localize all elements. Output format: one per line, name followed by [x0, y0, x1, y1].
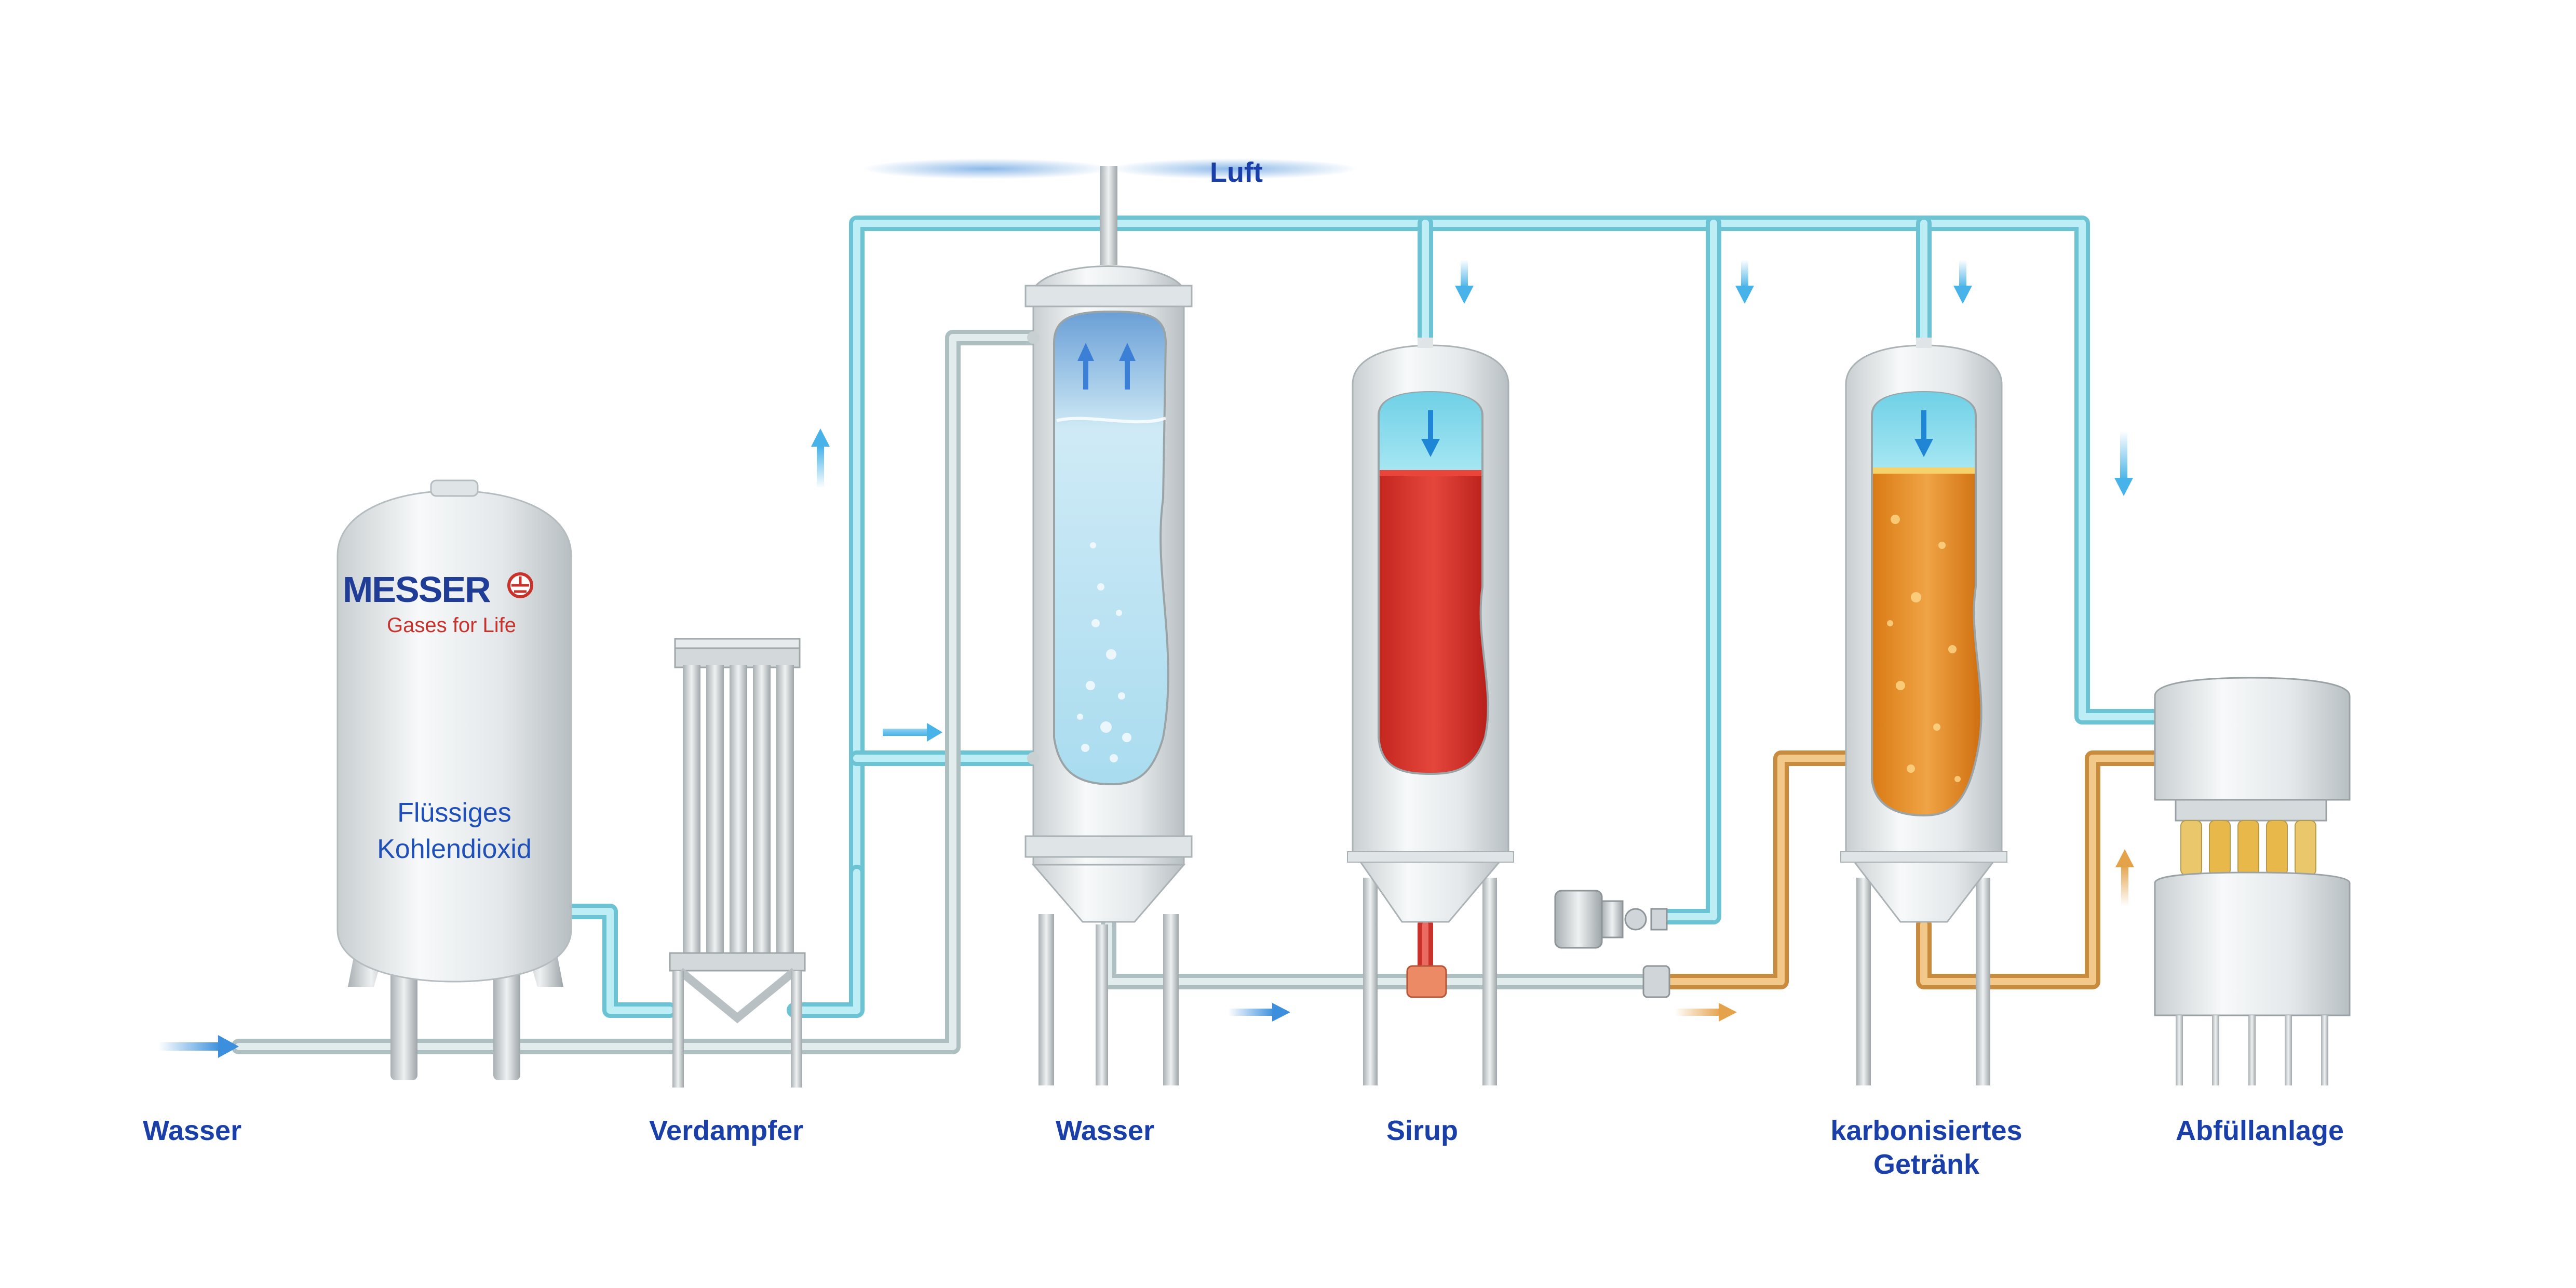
- mixer: [1406, 965, 1447, 998]
- co2-storage-tank: [336, 479, 572, 1080]
- syrup-down-arrow: [1421, 410, 1440, 457]
- carbonator-tank: [1840, 338, 2007, 1085]
- arrow-water-in: [158, 1035, 239, 1058]
- flow-arrows: [158, 260, 2134, 1058]
- arrow-air-sirup: [1455, 260, 1474, 304]
- beverage-bubbles: [1887, 515, 1961, 782]
- label-luft: Luft: [1210, 157, 1263, 188]
- arrow-beverage-up: [2115, 849, 2134, 906]
- arrow-co2-up: [811, 428, 830, 488]
- water-tank: [862, 158, 1358, 1085]
- messer-slogan: Gases for Life: [387, 614, 517, 637]
- arrow-water-to-mixer: [1228, 1003, 1290, 1022]
- label-wasser-inlet: Wasser: [143, 1115, 242, 1146]
- arrow-beverage-right: [1675, 1003, 1737, 1022]
- label-sirup: Sirup: [1386, 1115, 1459, 1146]
- beverage-to-carbonator-pipe: [1654, 750, 1856, 989]
- label-karbonisiertes-getraenk: karbonisiertes Getränk: [1830, 1115, 2022, 1180]
- syrup-tank: [1347, 338, 1514, 1085]
- evaporator-tubes: [683, 665, 794, 956]
- control-valve: [1554, 890, 1670, 998]
- rising-air-arrows: [1077, 343, 1136, 390]
- vent-plume: [862, 158, 1111, 179]
- co2-tank-body: [336, 490, 572, 983]
- air-drop-valve: [1654, 216, 1721, 924]
- label-abfuellanlage: Abfüllanlage: [2176, 1115, 2344, 1146]
- co2-content-label: Flüssiges Kohlendioxid: [377, 798, 532, 865]
- water-pipes: [231, 330, 1669, 1054]
- messer-brand: MESSER: [343, 569, 491, 610]
- vent-stack: [1100, 166, 1117, 265]
- air-pipes: [849, 216, 2163, 924]
- water-bubbles: [1077, 542, 1131, 762]
- label-wasser-tank: Wasser: [1056, 1115, 1155, 1146]
- filler-bottles: [2180, 820, 2316, 876]
- water-tank-window: [1053, 310, 1169, 786]
- arrow-air-filler: [2114, 431, 2133, 496]
- filling-machine: [2154, 677, 2351, 1085]
- arrow-air-carbonator: [1953, 260, 1972, 304]
- carbonator-tank-window: [1871, 391, 1982, 817]
- beverage-pipes: [1654, 750, 2163, 989]
- evaporator-outlet-pipe: [787, 865, 865, 1018]
- tank-cap: [430, 479, 479, 497]
- evaporator: [669, 638, 806, 1088]
- messer-logo-icon: [507, 572, 533, 598]
- filler-base: [2154, 871, 2351, 1016]
- filler-top: [2154, 677, 2351, 801]
- arrow-air-valve: [1735, 260, 1754, 304]
- syrup-tank-window: [1378, 391, 1489, 775]
- co2-pipes: [545, 865, 865, 1018]
- label-verdampfer: Verdampfer: [649, 1115, 804, 1146]
- arrow-air-to-water: [883, 723, 942, 742]
- carbonator-down-arrow: [1914, 410, 1933, 457]
